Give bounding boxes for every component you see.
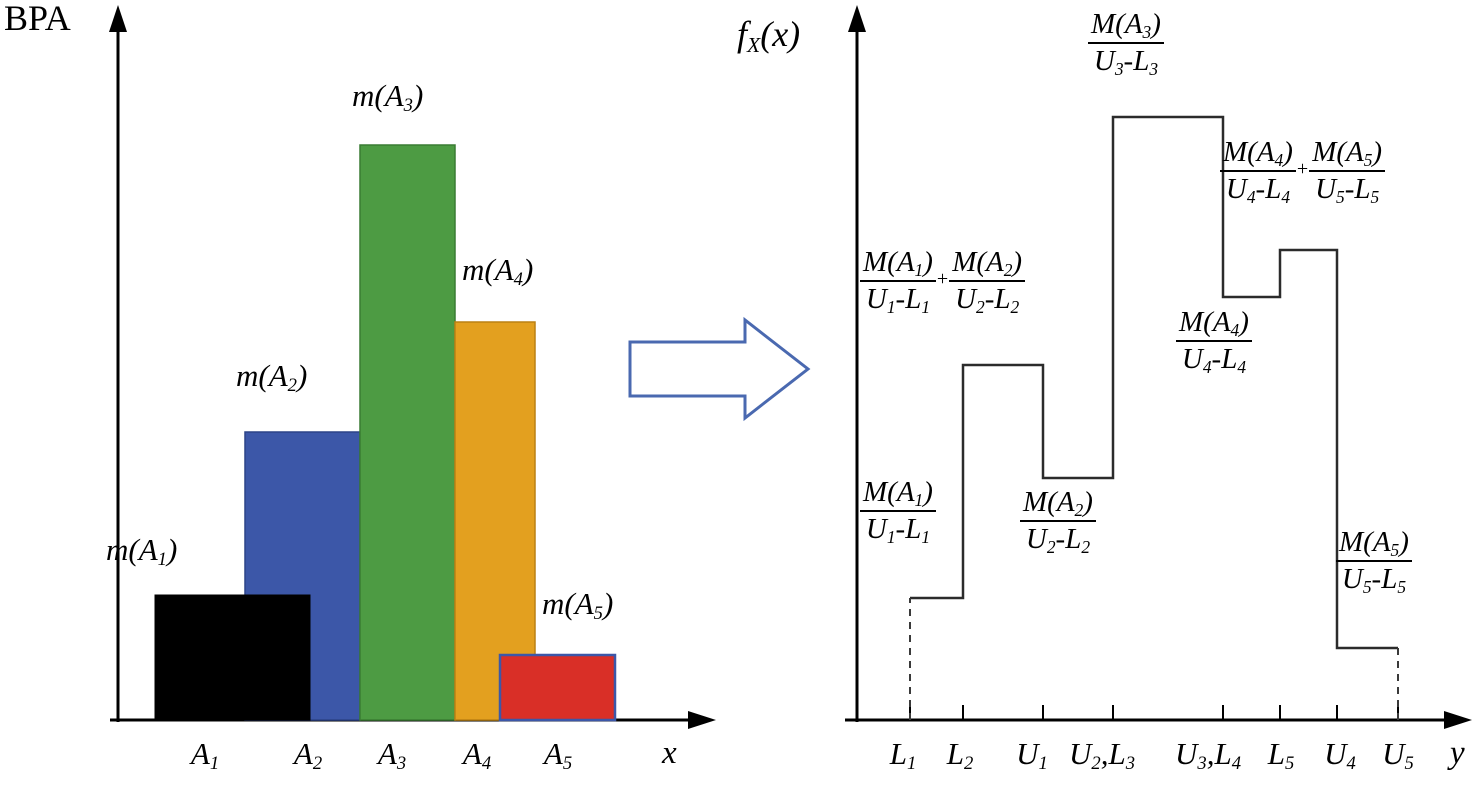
left-x-axis-arrowhead-icon (688, 711, 716, 729)
right-y-axis-arrowhead-icon (848, 5, 866, 32)
bar-A4 (454, 321, 536, 721)
bpa-bars-group (154, 144, 617, 722)
transform-arrow-group (628, 316, 811, 422)
bar-A3 (359, 144, 456, 721)
right-x-axis-arrowhead-icon (1444, 711, 1472, 729)
left-y-axis-arrowhead-icon (109, 5, 127, 32)
pdf-step-line (910, 115, 1398, 650)
right-block-arrow-icon (628, 316, 811, 422)
pdf-step-group (909, 115, 1399, 720)
right-chart-axes (845, 5, 1472, 729)
bar-A5 (498, 653, 617, 722)
bar-A1 (154, 594, 311, 721)
pdf-axis-ticks-group (909, 705, 1399, 720)
